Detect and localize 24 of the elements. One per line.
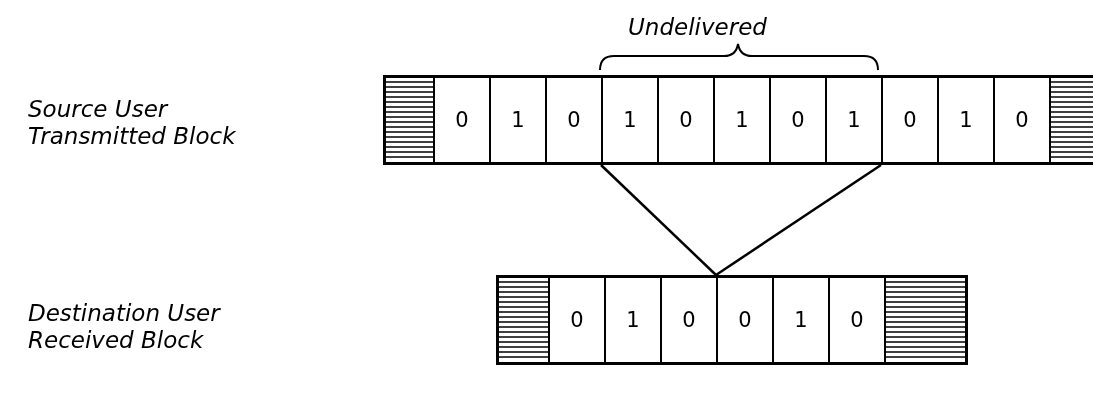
block-label: Destination User Received Block [28, 300, 222, 354]
bit-value: 0 [570, 308, 584, 332]
span-label: Undelivered [628, 14, 767, 41]
bit-value: 1 [626, 308, 640, 332]
bit-value: 0 [791, 108, 805, 132]
bit-value: 1 [623, 108, 637, 132]
bit-value: 0 [903, 108, 917, 132]
bit-value: 0 [567, 108, 581, 132]
bit-value: 0 [455, 108, 469, 132]
bit-value: 1 [735, 108, 749, 132]
bit-value: 0 [682, 308, 696, 332]
connector-line [600, 164, 717, 276]
bit-value: 0 [679, 108, 693, 132]
bit-value: 0 [738, 308, 752, 332]
bit-value: 0 [850, 308, 864, 332]
connector-line [715, 163, 882, 277]
bit-value: 1 [511, 108, 525, 132]
block-label: Source User Transmitted Block [28, 96, 237, 150]
bit-value: 1 [959, 108, 973, 132]
bit-block [383, 75, 1093, 165]
bit-value: 1 [847, 108, 861, 132]
bit-block [496, 275, 968, 365]
bit-value: 0 [1015, 108, 1029, 132]
bit-value: 1 [794, 308, 808, 332]
